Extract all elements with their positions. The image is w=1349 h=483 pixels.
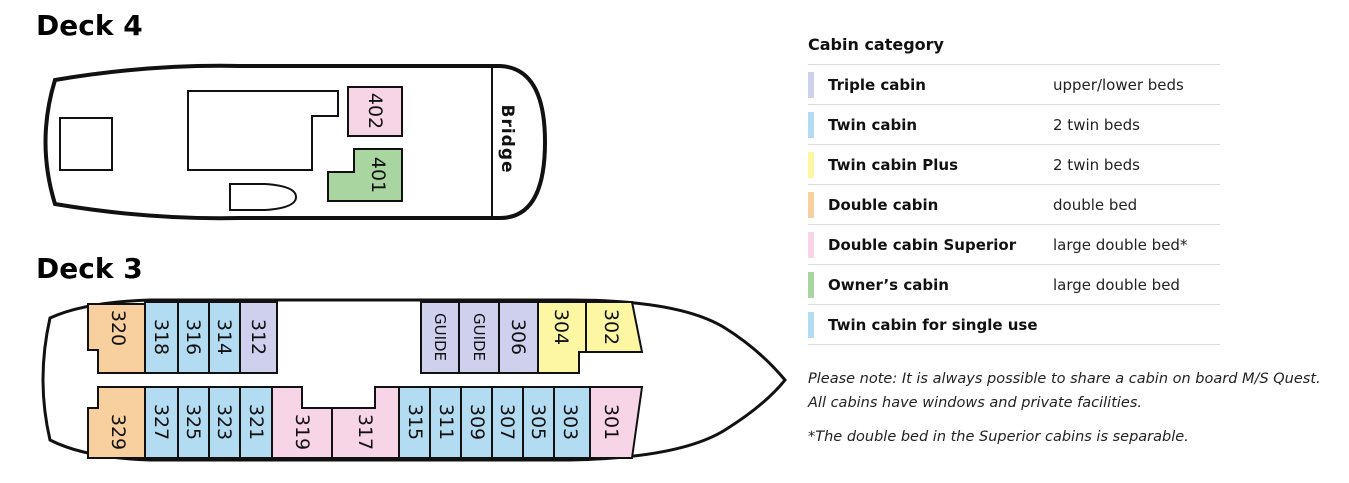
cabin-325-label: 325 xyxy=(182,404,204,440)
cabin-320-label: 320 xyxy=(107,310,129,346)
legend-row-twin-single: Twin cabin for single use xyxy=(808,305,1220,345)
cabin-307-label: 307 xyxy=(496,404,518,440)
cabin-401[interactable] xyxy=(327,148,403,202)
legend-name: Triple cabin xyxy=(828,75,926,94)
cabin-305-label: 305 xyxy=(527,404,549,440)
deck4-cabins: 402 401 xyxy=(327,86,403,202)
legend-desc: large double bed xyxy=(1053,275,1180,294)
legend-row-owner: Owner’s cabin large double bed xyxy=(808,265,1220,305)
legend-name: Double cabin Superior xyxy=(828,235,1017,254)
legend-swatch xyxy=(808,271,814,298)
deck-plan: Deck 4 Bridge 402 401 Deck 3 320 318 316 31… xyxy=(36,9,787,462)
cabin-309-label: 309 xyxy=(466,404,488,440)
cabin-312-label: 312 xyxy=(247,319,269,355)
legend-name: Double cabin xyxy=(828,195,939,214)
cabin-401-label: 401 xyxy=(367,157,389,193)
cabin-legend: Cabin category Triple cabin upper/lower b… xyxy=(808,30,1220,345)
bridge-label: Bridge xyxy=(497,104,517,173)
cabin-321-label: 321 xyxy=(245,404,267,440)
legend-row-twin-plus: Twin cabin Plus 2 twin beds xyxy=(808,145,1220,185)
cabin-329-label: 329 xyxy=(107,414,129,450)
cabin-guide-label: GUIDE xyxy=(470,313,488,361)
deck4-lifeboat xyxy=(229,183,298,211)
cabin-315-label: 315 xyxy=(404,404,426,440)
cabin-319-label: 319 xyxy=(291,414,313,450)
legend-desc: 2 twin beds xyxy=(1053,115,1140,134)
legend-swatch xyxy=(808,151,814,178)
deck4-deckhouse xyxy=(187,90,339,171)
cabin-311-label: 311 xyxy=(435,404,457,440)
legend-swatch xyxy=(808,71,814,98)
cabin-303-label: 303 xyxy=(559,404,581,440)
cabin-306-label: 306 xyxy=(507,319,529,355)
cabin-316-label: 316 xyxy=(182,319,204,355)
deck3-cabins: 320 318 316 314 312 GUIDE GUIDE 306 304 302 329 327… xyxy=(87,301,644,459)
cabin-301-label: 301 xyxy=(600,404,622,440)
cabin-323-label: 323 xyxy=(213,404,235,440)
legend-swatch xyxy=(808,111,814,138)
legend-swatch xyxy=(808,311,814,338)
legend-desc: large double bed* xyxy=(1053,235,1188,254)
cabin-guide-label: GUIDE xyxy=(431,313,449,361)
deck3-title: Deck 3 xyxy=(36,252,143,285)
notes: Please note: It is always possible to sh… xyxy=(808,367,1338,459)
legend-title: Cabin category xyxy=(808,30,1220,65)
cabin-402-label: 402 xyxy=(364,93,386,129)
legend-name: Twin cabin Plus xyxy=(828,155,959,174)
cabin-402[interactable] xyxy=(347,86,403,137)
legend-desc: 2 twin beds xyxy=(1053,155,1140,174)
legend-name: Twin cabin for single use xyxy=(828,315,1038,334)
legend-name: Twin cabin xyxy=(828,115,918,134)
cabin-312[interactable] xyxy=(239,301,278,374)
cabin-302[interactable] xyxy=(585,301,644,353)
deck4-title: Deck 4 xyxy=(36,9,143,42)
cabin-302-label: 302 xyxy=(600,309,622,345)
cabin-317-label: 317 xyxy=(354,414,376,450)
legend-name: Owner’s cabin xyxy=(828,275,949,294)
legend-swatch xyxy=(808,191,814,218)
legend-swatch xyxy=(808,231,814,258)
cabin-301[interactable] xyxy=(589,386,644,459)
cabin-327-label: 327 xyxy=(150,404,172,440)
legend-row-double-superior: Double cabin Superior large double bed* xyxy=(808,225,1220,265)
legend-row-triple: Triple cabin upper/lower beds xyxy=(808,65,1220,105)
cabin-318-label: 318 xyxy=(150,319,172,355)
legend-row-double: Double cabin double bed xyxy=(808,185,1220,225)
note-share: Please note: It is always possible to sh… xyxy=(808,371,1321,411)
cabin-314-label: 314 xyxy=(213,319,235,355)
cabin-304-label: 304 xyxy=(550,309,572,345)
legend-row-twin: Twin cabin 2 twin beds xyxy=(808,105,1220,145)
legend-desc: double bed xyxy=(1053,195,1138,214)
note-superior: *The double bed in the Superior cabins i… xyxy=(808,429,1189,445)
deck4-hatch xyxy=(59,117,113,171)
legend-desc: upper/lower beds xyxy=(1053,75,1184,94)
deck4-hull xyxy=(43,63,548,221)
